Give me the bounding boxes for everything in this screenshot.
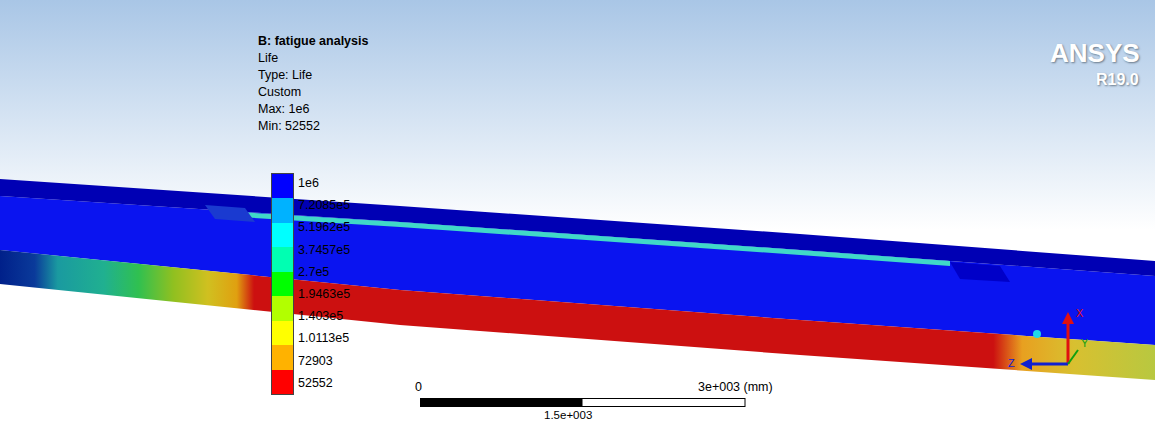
- legend-value: 3.7457e5: [298, 243, 350, 258]
- legend-swatch: [272, 321, 293, 346]
- scale-mode: Custom: [258, 85, 301, 100]
- legend-swatch: [272, 247, 293, 272]
- scale-zero: 0: [415, 380, 422, 395]
- axis-z-head: [1020, 358, 1032, 370]
- axis-label: Y: [1081, 336, 1088, 351]
- axis-x: [1067, 322, 1070, 364]
- notch: [205, 205, 255, 222]
- legend-value: 52552: [298, 376, 333, 391]
- legend-value: 1.9463e5: [298, 287, 350, 302]
- legend-swatch: [272, 370, 293, 395]
- legend-value: 5.1962e5: [298, 220, 350, 235]
- axis-y: [1068, 350, 1078, 364]
- axis-z: [1030, 363, 1068, 366]
- scale-mid: 1.5e+003: [544, 408, 592, 423]
- legend-swatch: [272, 296, 293, 321]
- legend-value: 1e6: [298, 176, 319, 191]
- min-value: Min: 52552: [258, 119, 320, 134]
- axis-label: Z: [1008, 356, 1015, 371]
- legend-swatch: [272, 223, 293, 248]
- scale-bar-light: [582, 399, 745, 407]
- legend-value: 2.7e5: [298, 265, 329, 280]
- legend-value: 72903: [298, 354, 333, 369]
- legend-swatch: [272, 198, 293, 223]
- origin-dot: [1033, 330, 1041, 338]
- result-type: Type: Life: [258, 68, 312, 83]
- axis-x-head: [1062, 312, 1074, 324]
- max-value: Max: 1e6: [258, 102, 309, 117]
- stress-strip: [240, 212, 950, 266]
- brand-logo: ANSYS: [1050, 38, 1140, 68]
- version: R19.0: [1096, 70, 1139, 89]
- bottom-leaf: [0, 250, 1155, 380]
- legend-value: 1.403e5: [298, 309, 343, 324]
- axis-label: X: [1076, 306, 1083, 321]
- legend-swatch: [272, 272, 293, 297]
- plot-title: B: fatigue analysis: [258, 34, 368, 49]
- scale-end: 3e+003 (mm): [698, 380, 773, 395]
- scale-bar-dark: [420, 398, 582, 407]
- legend-swatch: [272, 345, 293, 370]
- legend-value: 1.0113e5: [298, 331, 349, 346]
- result-name: Life: [258, 51, 278, 66]
- top-leaf: [0, 179, 1155, 276]
- clip: [950, 262, 1010, 282]
- legend-value: 7.2085e5: [298, 198, 350, 213]
- legend-frame: [272, 174, 294, 395]
- legend-swatch: [272, 174, 293, 199]
